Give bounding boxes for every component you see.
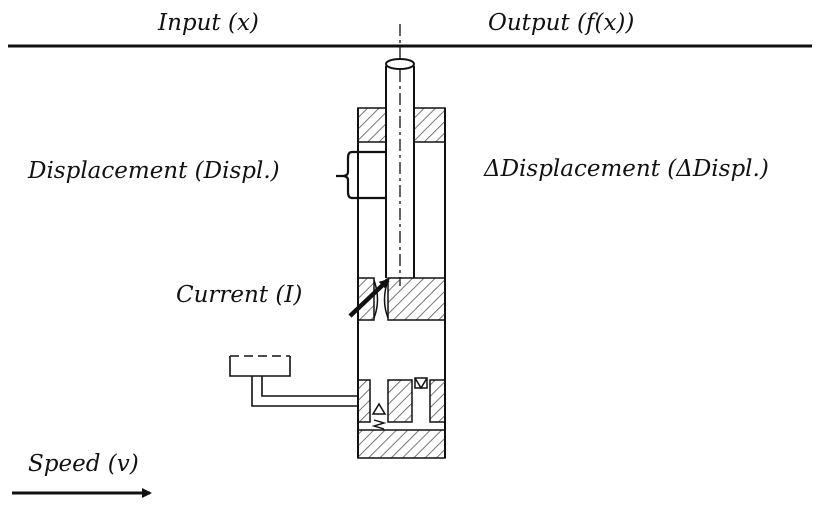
- valve-spring: [371, 419, 387, 430]
- output-header: Output (f(x)): [488, 10, 635, 36]
- top-cap-left: [357, 107, 387, 143]
- reservoir-pipe: [251, 376, 358, 407]
- valve-block-right: [429, 379, 446, 423]
- piston-right-block: [387, 277, 446, 321]
- displacement-label: Displacement (Displ.): [28, 158, 280, 184]
- piston-orifice: [373, 279, 379, 319]
- bottom-cap: [357, 429, 446, 459]
- check-valve-down: [414, 377, 428, 389]
- valve-block-left: [357, 379, 371, 423]
- valve-block-mid: [387, 379, 413, 423]
- check-valve-up: [371, 402, 387, 415]
- displacement-bracket: [336, 150, 386, 200]
- current-arrow: [348, 278, 390, 318]
- reservoir: [229, 356, 291, 377]
- current-label: Current (I): [176, 282, 303, 308]
- input-header: Input (x): [158, 10, 259, 36]
- speed-label: Speed (v): [28, 451, 139, 477]
- delta-displacement-label: ΔDisplacement (ΔDispl.): [484, 156, 769, 182]
- top-cap-right: [413, 107, 446, 143]
- piston-rod-top: [385, 58, 415, 70]
